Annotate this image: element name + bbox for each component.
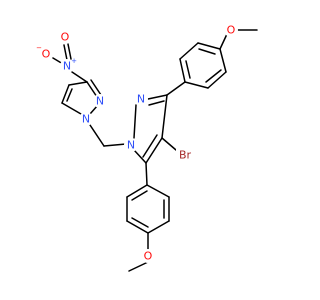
atom-oxygen-top: O [227,24,236,37]
bond-ph1-d [197,42,221,50]
bond-c5-c4-double [66,88,73,102]
atom-small-n1: N [82,113,90,126]
atom-nitro-o-double: O [61,31,70,44]
atom-big-n2: N [137,93,145,106]
bond-ph2-a [146,184,170,198]
atom-small-n2: N [96,95,104,108]
bond-c4-br [161,137,177,151]
bond-ph1-f [179,58,186,83]
bond-c4-c3 [68,81,88,86]
bond-n1-c5 [61,102,82,115]
bond-ph1-b [207,71,227,89]
bond-ph2-c [147,220,170,234]
bond-c3-n2-double [90,79,102,96]
bond-ph1-o [219,33,228,50]
bond-ph2-d-double [131,217,149,228]
bond-ph1-b-double [205,69,222,83]
bond-n1-ch2 [89,124,105,147]
bond-c3-ph1 [166,81,186,96]
atom-oxygen-bottom: O [144,250,153,263]
bond-c5big-n1big [133,149,147,164]
bond-n1big-n2big [133,104,137,139]
atom-labels: N + O − O N N N N Br O O [36,23,238,263]
atom-nitro-charge-plus: + [71,57,77,65]
bond-c5-ph2 [145,162,148,186]
bond-c4big-c5big [145,137,163,164]
bond-c5-c4 [61,84,70,104]
bond-n2big-c3big-double [148,100,165,106]
bond-ph1-c [219,48,227,73]
atom-nitro-n: N [63,60,71,73]
bond-nitro-c3 [71,71,88,83]
molecule-structure: N + O − O N N N N Br O O [36,23,258,272]
atom-nitro-o-minus: O [42,48,51,61]
bond-nitro-o2-double [67,43,72,60]
bond-ph2-f-double [131,190,148,201]
bond-ph1-f-double [185,60,191,79]
bond-c3-n2 [86,81,98,98]
bond-ph1-a [184,81,209,89]
bond-nitro-o2 [63,44,68,61]
atom-bromine: Br [179,149,192,162]
bond-ph2-d [126,220,149,234]
bond-ch2-n1big [103,143,127,147]
bond-o-methyl-bottom [128,261,149,272]
atom-big-n1: N [127,139,135,152]
bond-c3big-c4big [161,94,168,139]
bond-ph1-e [179,42,199,60]
bond-c4big-c5big-double [142,134,158,158]
bonds [52,29,258,272]
bond-ph1-d-double [198,48,216,55]
bond-ph2-f [126,184,148,198]
atom-nitro-charge-minus: − [36,44,42,52]
bond-n2big-c3big [147,94,168,100]
